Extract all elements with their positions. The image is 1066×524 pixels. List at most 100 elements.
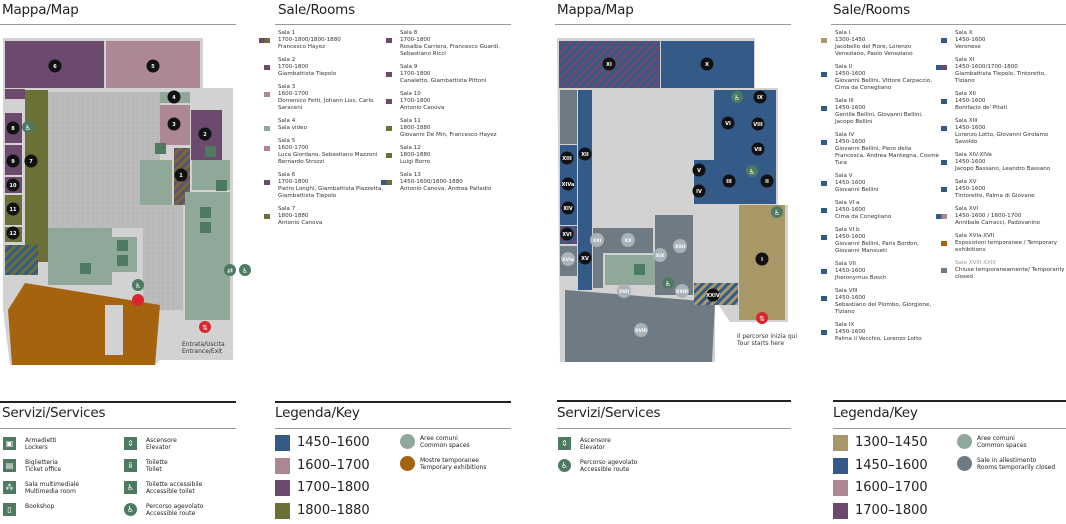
- room-label: VI: [725, 121, 731, 127]
- room-label: II: [765, 179, 769, 185]
- room-name: Sala IX: [835, 322, 855, 328]
- period-swatch: [941, 267, 947, 273]
- closed-room-marker: [634, 323, 648, 337]
- room-artists: Gentile Bellini, Giovanni Bellini, Jacop…: [835, 112, 923, 125]
- room-artists: Palma il Vecchio, Lorenzo Lotto: [835, 336, 922, 342]
- room-artists: Domenico Fetti, Johann Liss, Carlo Sarac…: [278, 98, 374, 111]
- room-period: 1300-1450: [835, 37, 866, 43]
- closed-room-label: XVIa: [562, 257, 574, 263]
- period-swatch: [259, 37, 270, 43]
- room-entry: Sala 6 1700-1800 Pietro Longhi, Giambatt…: [264, 172, 384, 200]
- room-label: 5: [151, 64, 155, 70]
- tour-start-label: Il percorso inizia qui: [737, 333, 797, 340]
- closed-room-label: XXII: [675, 244, 686, 250]
- room-period: Sala video: [278, 125, 308, 131]
- key-period-label: 1300–1450: [855, 435, 928, 450]
- room-label: V: [697, 168, 701, 174]
- svg-text:⇅: ⇅: [759, 315, 765, 323]
- service-label-en: Accessible route: [146, 510, 196, 517]
- closed-room-label: XIX: [656, 253, 665, 259]
- closed-room-label: XX: [625, 238, 632, 244]
- room-artists: Luigi Borro: [400, 159, 431, 165]
- room-entry: Sala IV 1450-1600 Giovanni Bellini, Pier…: [821, 132, 941, 167]
- room-artists: Giovanni Bellini: [835, 187, 879, 193]
- room-artists: Giovanni Bellini, Paris Bordon, Giovanni…: [835, 241, 919, 254]
- key-area-label-en: Temporary exhibitions: [420, 464, 487, 471]
- period-swatch: [264, 64, 270, 70]
- wheelchair-icon: ♿: [124, 503, 137, 516]
- room-entry: Sala 11 1800-1880 Giovanni De Min, Franc…: [386, 118, 516, 139]
- service-label-it: Toilette accessibile: [146, 481, 203, 488]
- service-label-it: Ascensore: [146, 437, 177, 444]
- period-swatch: [264, 179, 270, 185]
- room-entry: Sala 12 1800-1880 Luigi Borro: [386, 145, 516, 166]
- room-7: [25, 90, 48, 262]
- room-period: 1800-1880: [278, 213, 309, 219]
- room-marker: [751, 117, 765, 131]
- room-name: Sala VII: [835, 261, 856, 267]
- room-name: Sala 10: [400, 91, 421, 97]
- room-artists: Rosalba Carriera, Francesco Guardi, Seba…: [400, 44, 501, 57]
- room-entry: Sala 5 1600-1700 Luca Giordano, Sebastia…: [264, 138, 384, 166]
- wheelchair-icon: ♿: [558, 459, 571, 472]
- room-marker: [578, 251, 592, 265]
- period-swatch: [936, 213, 947, 219]
- key-area-label-it: Sale in allestimento: [977, 457, 1037, 464]
- period-swatch: [833, 502, 848, 519]
- room-entry: Sala X 1450-1600 Veronese: [941, 30, 1066, 51]
- divider: [831, 24, 1066, 25]
- room-artists: Lorenzo Lotto, Giovanni Girolamo Savoldo: [955, 132, 1049, 145]
- room-artists: Antonio Canova: [278, 220, 323, 226]
- divider: [0, 24, 236, 25]
- room-label: XV: [581, 256, 589, 262]
- room-entry: Sala 1 1700-1800/1800-1880 Francesco Hay…: [259, 30, 384, 51]
- room-label: XI: [606, 62, 612, 68]
- room-period: 1450-1600: [955, 98, 986, 104]
- room-artists: Antonio Canova: [400, 105, 445, 111]
- wheelchair-icon: ♿: [135, 282, 141, 290]
- room-entry: Sala III 1450-1600 Gentile Bellini, Giov…: [821, 98, 941, 126]
- svg-text:♿: ♿: [749, 168, 755, 176]
- room-marker: [692, 184, 706, 198]
- period-swatch: [936, 64, 947, 70]
- period-swatch: [833, 435, 848, 451]
- room-entry: Sala XIV-XIVa 1450-1600 Jacopo Bassano, …: [941, 152, 1066, 173]
- closed-room-marker: [561, 252, 575, 266]
- room-name: Sala V: [835, 173, 853, 179]
- room-marker: [6, 154, 20, 168]
- room-entry: Sala 10 1700-1800 Antonio Canova: [386, 91, 516, 112]
- room-marker: [174, 168, 188, 182]
- room-period: 1450-1600: [835, 71, 866, 77]
- room-entry: Sala XV 1450-1600 Tintoretto, Palma di G…: [941, 179, 1066, 200]
- svg-text:⇅: ⇅: [202, 324, 208, 332]
- room-artists: Jheronymus Bosch: [835, 275, 887, 281]
- closed-room-label: XVII: [619, 289, 630, 295]
- room-label: 3: [172, 122, 176, 128]
- room-name: Sala 12: [400, 145, 421, 151]
- room-name: Sala 1: [278, 30, 296, 36]
- room-label: 4: [172, 95, 176, 101]
- key-area-label-en: Common spaces: [420, 442, 470, 449]
- service-label-it: Percorso agevolato: [146, 503, 204, 510]
- period-swatch: [941, 125, 947, 131]
- period-swatch: [941, 159, 947, 165]
- service-label-it: Percorso agevolato: [580, 459, 638, 466]
- room-marker: [6, 178, 20, 192]
- room-entry: Sala 3 1600-1700 Domenico Fetti, Johann …: [264, 84, 384, 112]
- room-artists: Giambattista Tiepolo, Tintoretto, Tizian…: [955, 71, 1046, 84]
- closed-room-label: XVIII: [635, 328, 647, 334]
- room-name: Sala 8: [400, 30, 418, 36]
- room-name: Sala II: [835, 64, 853, 70]
- elevator-icon: ⇕: [124, 437, 137, 450]
- closed-room-label: XXIII: [676, 289, 688, 295]
- room-entry: Sala II 1450-1600 Giovanni Bellini, Vitt…: [821, 64, 941, 92]
- room-entry: Sala I 1300-1450 Jacobello del Fiore, Lo…: [821, 30, 941, 58]
- room-artists: Giovanni Bellini, Piero della Francesca,…: [835, 146, 939, 166]
- room-label: I: [761, 257, 763, 263]
- room-artists: Jacopo Bassano, Leandro Bassano: [955, 166, 1051, 172]
- room-period: 1450-1600/1700-1800: [955, 64, 1018, 70]
- elevator-icon: ⇕: [558, 437, 571, 450]
- service-label-it: Biglietteria: [25, 459, 58, 466]
- room-marker: [6, 121, 20, 135]
